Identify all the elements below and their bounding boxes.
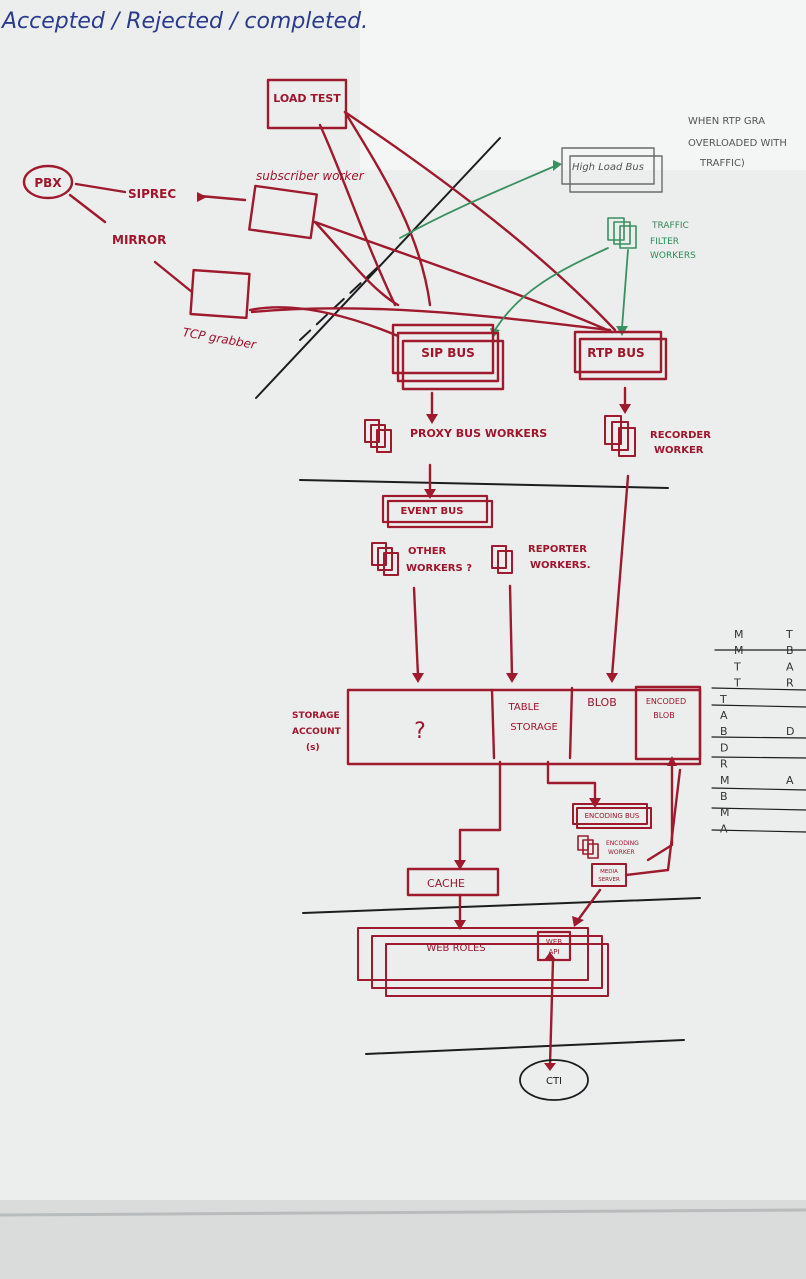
proxy-bus-workers-node: PROXY BUS WORKERS <box>365 420 547 452</box>
side-letter-0-0: M <box>734 628 744 641</box>
event-bus-node: EVENT BUS <box>383 496 492 527</box>
load-test-label: LOAD TEST <box>273 92 341 105</box>
side-letter-4-0: T <box>719 693 727 706</box>
pbx-node: PBX <box>24 166 72 198</box>
side-letter-12-0: A <box>720 822 728 835</box>
traffic-filter-label-1: TRAFFIC <box>651 221 689 231</box>
rtp-bus-label: RTP BUS <box>587 346 644 360</box>
web-api-label-1: WEB <box>546 938 562 946</box>
side-letter-9-1: A <box>786 774 794 787</box>
side-letter-6-1: D <box>786 725 794 738</box>
storage-account-label-2: ACCOUNT <box>292 727 342 737</box>
reporter-workers-node: REPORTER WORKERS. <box>492 544 591 573</box>
reporter-workers-label-1: REPORTER <box>528 544 587 555</box>
table-storage-label-2: STORAGE <box>510 722 558 733</box>
other-workers-label-1: OTHER <box>408 546 447 557</box>
side-letter-2-0: T <box>733 660 741 673</box>
tcp-grabber-label: TCP grabber <box>181 325 258 352</box>
event-bus-label: EVENT BUS <box>400 506 463 517</box>
encoded-blob-label-1: ENCODED <box>646 697 686 706</box>
proxy-bus-workers-label: PROXY BUS WORKERS <box>410 427 547 440</box>
load-test-node: LOAD TEST <box>268 80 346 128</box>
when-rtp-note-line-1: WHEN RTP GRA <box>688 116 765 127</box>
side-letter-3-0: T <box>733 677 741 690</box>
red-connections <box>70 112 680 1065</box>
subscriber-worker-label: subscriber worker <box>256 169 365 183</box>
subscriber-worker-node: subscriber worker <box>249 169 365 238</box>
media-server-label-1: MEDIA <box>600 869 618 875</box>
encoding-worker-node: ENCODING WORKER <box>578 836 639 858</box>
black-divider-lines <box>256 138 700 1054</box>
side-letter-8-0: R <box>720 758 728 771</box>
reporter-workers-label-2: WORKERS. <box>530 560 591 571</box>
web-roles-label: WEB ROLES <box>426 943 485 954</box>
cti-node: CTI <box>520 1060 588 1100</box>
pbx-label: PBX <box>34 176 62 190</box>
other-workers-label-2: WORKERS ? <box>406 563 472 574</box>
green-connections <box>400 166 628 330</box>
side-letter-1-1: B <box>786 644 794 657</box>
sip-bus-node: SIP BUS <box>393 325 503 389</box>
media-server-label-2: SERVER <box>598 877 620 883</box>
high-load-bus-label: High Load Bus <box>572 162 644 173</box>
tcp-grabber-node: TCP grabber <box>181 270 258 352</box>
side-letter-11-0: M <box>720 806 730 819</box>
blob-label: BLOB <box>587 696 617 709</box>
recorder-worker-label-2: WORKER <box>654 445 704 456</box>
side-letter-0-1: T <box>785 628 793 641</box>
rtp-bus-node: RTP BUS <box>575 332 666 379</box>
cache-label: CACHE <box>427 877 465 890</box>
side-letter-5-0: A <box>720 709 728 722</box>
other-workers-node: OTHER WORKERS ? <box>372 543 472 575</box>
side-letter-9-0: M <box>720 774 730 787</box>
side-letter-6-0: B <box>720 725 728 738</box>
side-letter-10-0: B <box>720 790 728 803</box>
side-letter-2-1: A <box>786 660 794 673</box>
web-api-label-2: API <box>548 948 559 956</box>
recorder-worker-label-1: RECORDER <box>650 430 711 441</box>
cti-label: CTI <box>546 1076 562 1087</box>
traffic-filter-label-3: WORKERS <box>650 251 696 261</box>
storage-account-label-1: STORAGE <box>292 711 340 721</box>
table-storage-label-1: TABLE <box>508 702 540 713</box>
side-letter-columns: MTMBTATRTABDDRMABMA <box>719 628 794 835</box>
encoding-worker-label-1: ENCODING <box>606 840 639 847</box>
recorder-worker-node: RECORDER WORKER <box>605 416 711 456</box>
header-note: Accepted / Rejected / completed. <box>0 9 368 34</box>
traffic-filter-label-2: FILTER <box>650 237 679 247</box>
web-roles-node: WEB ROLES WEB API <box>358 928 608 996</box>
encoded-blob-label-2: BLOB <box>653 711 674 720</box>
side-letter-3-1: R <box>786 677 794 690</box>
encoding-bus-label: ENCODING BUS <box>585 812 640 820</box>
mirror-label: MIRROR <box>112 233 166 247</box>
traffic-filter-workers-node: TRAFFIC FILTER WORKERS <box>608 218 696 261</box>
media-server-node: MEDIA SERVER <box>592 864 626 886</box>
side-letter-1-0: M <box>734 644 744 657</box>
sip-bus-label: SIP BUS <box>421 346 475 360</box>
storage-account-node: STORAGE ACCOUNT (s) ? TABLE STORAGE BLOB… <box>292 687 700 764</box>
cache-node: CACHE <box>408 869 498 895</box>
side-letter-7-0: D <box>720 741 728 754</box>
storage-account-label-3: (s) <box>306 743 320 753</box>
encoding-worker-label-2: WORKER <box>608 849 635 856</box>
encoding-bus-node: ENCODING BUS <box>573 804 651 828</box>
siprec-label: SIPREC <box>128 187 176 201</box>
storage-unknown-label: ? <box>414 719 426 744</box>
when-rtp-note-line-3: TRAFFIC) <box>699 158 745 169</box>
when-rtp-note-line-2: OVERLOADED WITH <box>688 138 787 149</box>
